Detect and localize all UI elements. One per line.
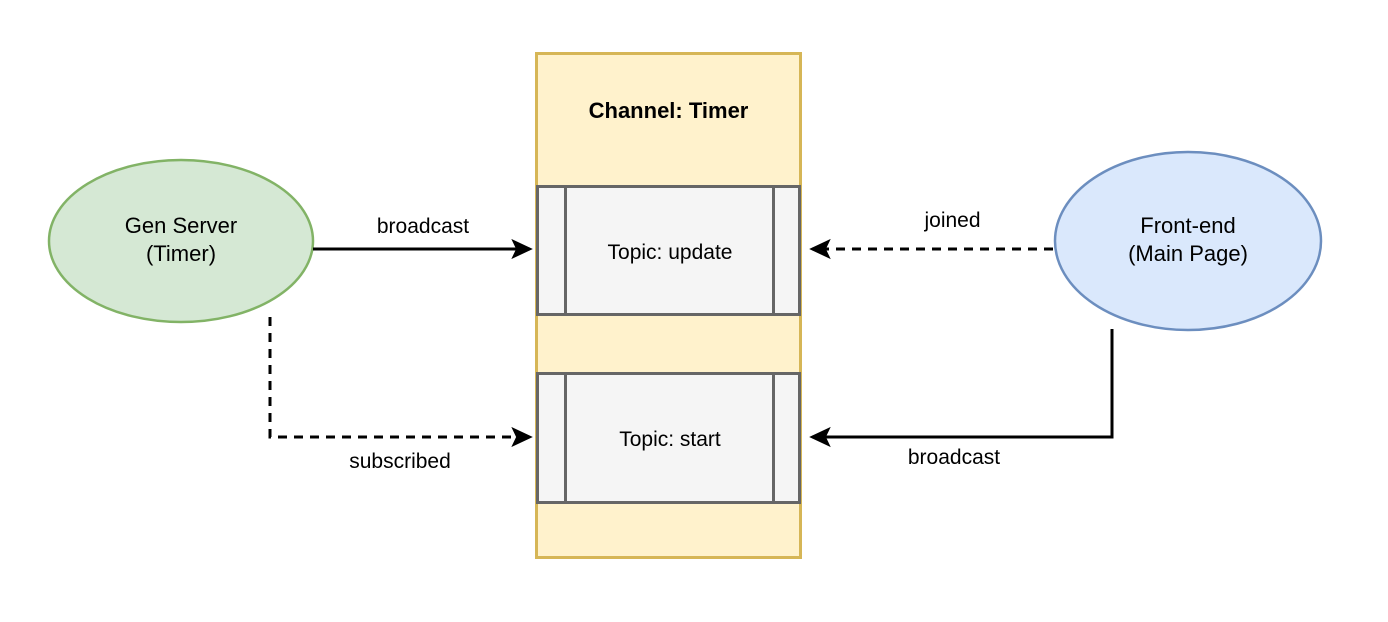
edge-gen-server-to-start[interactable] [268, 317, 533, 448]
topic-update-rect [536, 185, 801, 316]
gen-server-ellipse[interactable] [47, 158, 315, 324]
topic-start-box[interactable] [536, 372, 801, 504]
topic-update-box[interactable] [536, 185, 801, 316]
topic-start-rect [536, 372, 801, 504]
front-end-ellipse[interactable] [1053, 150, 1323, 332]
edge-front-end-to-start[interactable] [809, 329, 1114, 448]
